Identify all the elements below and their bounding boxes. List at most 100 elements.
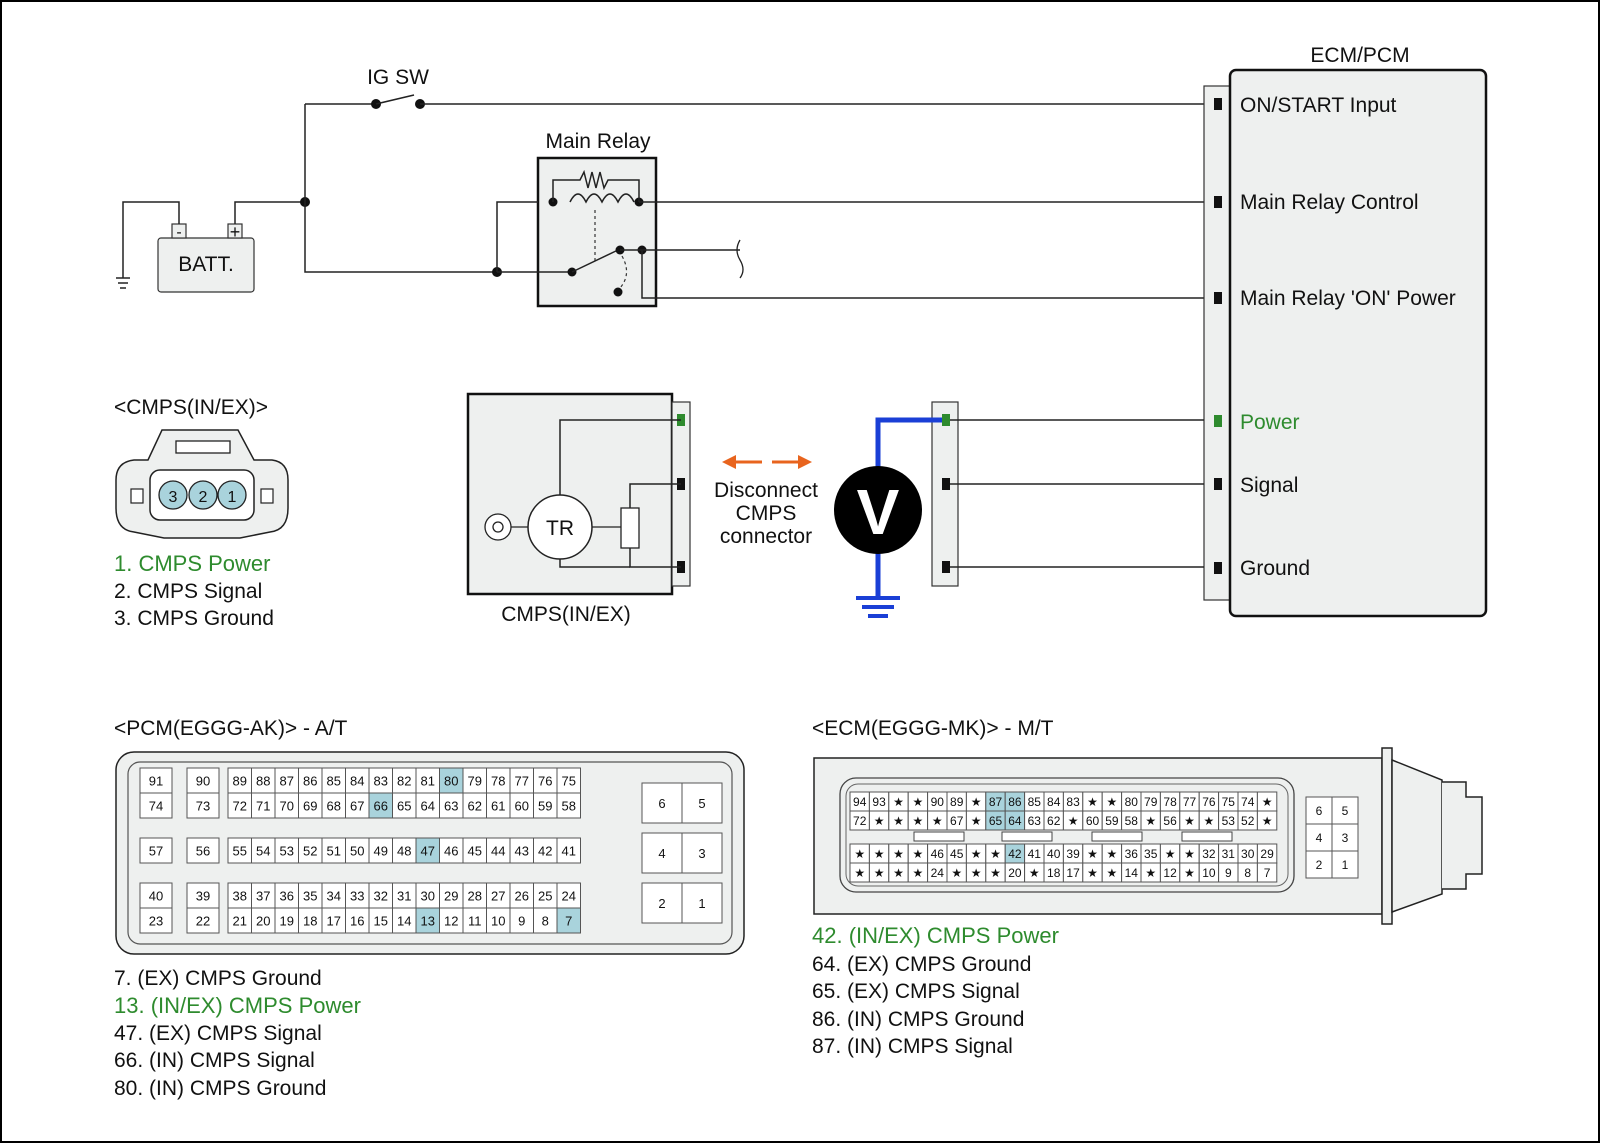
- pin-label: 7: [1264, 866, 1271, 880]
- pin-label: 8: [1244, 866, 1251, 880]
- ecm-pin-unused: ★: [1179, 862, 1200, 883]
- pin-label: ★: [1262, 814, 1273, 828]
- pin-label: ★: [971, 795, 982, 809]
- pin-label: 30: [421, 889, 435, 904]
- ecm-pcm-label: ECM/PCM: [1310, 44, 1409, 67]
- pin-label: 59: [1105, 814, 1119, 828]
- pin-label: 42: [538, 844, 552, 859]
- pin-label: 78: [1163, 795, 1177, 809]
- pin-label: 27: [491, 889, 505, 904]
- pin-label: 69: [303, 799, 317, 814]
- sensor-tr-label: TR: [546, 517, 574, 540]
- ecm-pin-84: 84: [1043, 791, 1064, 812]
- pin-label: ★: [1145, 866, 1156, 880]
- pin-label: 61: [491, 799, 505, 814]
- pin-label: 74: [1241, 795, 1255, 809]
- ecm-pin-67: 67: [946, 810, 967, 831]
- cmps-legend-2: 2. CMPS Signal: [114, 580, 262, 603]
- ecm-legend-5: 87. (IN) CMPS Signal: [812, 1035, 1013, 1058]
- pcm-pin-80: 80: [439, 767, 464, 794]
- pin-label: 53: [1222, 814, 1236, 828]
- connector-key-slot: [1091, 831, 1143, 842]
- pin-label: 70: [280, 799, 294, 814]
- ecm-pin-unused: ★: [965, 810, 987, 831]
- pcm-legend-3: 47. (EX) CMPS Signal: [114, 1022, 322, 1045]
- pcm-pin-12: 12: [439, 907, 464, 934]
- cmps-pin-2: 2: [199, 489, 208, 506]
- harness-connector: [931, 401, 1204, 587]
- pin-label: ★: [1184, 814, 1195, 828]
- pcm-pin-67: 67: [345, 792, 370, 819]
- pcm-pin-77: 77: [509, 767, 534, 794]
- pin-label: 21: [233, 914, 247, 929]
- pin-label: 56: [1163, 814, 1177, 828]
- pin-label: 77: [515, 774, 529, 789]
- pcm-pin-40: 40: [139, 882, 173, 909]
- ecm-pin-unused: ★: [965, 791, 987, 812]
- pin-label: 18: [1047, 866, 1061, 880]
- pcm-pin-48: 48: [392, 837, 417, 864]
- ecm-pin-35: 35: [1140, 843, 1161, 864]
- battery: - + BATT.: [157, 222, 255, 293]
- pin-label: ★: [1068, 814, 1079, 828]
- pin-label: 64: [1008, 814, 1022, 828]
- pin-label: ★: [893, 795, 904, 809]
- pcm-pin-70: 70: [274, 792, 299, 819]
- pcm-pin-41: 41: [556, 837, 581, 864]
- pin-label: 29: [1260, 847, 1274, 861]
- pin-label: 60: [515, 799, 529, 814]
- pin-label: 65: [397, 799, 411, 814]
- pin-label: 75: [562, 774, 576, 789]
- pin-label: ★: [990, 847, 1001, 861]
- cmps-sensor: TR CMPS(IN/EX): [466, 392, 691, 626]
- pin-label: ★: [1184, 866, 1195, 880]
- ecm-pin-64: 64: [1004, 810, 1026, 831]
- pcm-pin-81: 81: [415, 767, 440, 794]
- pin-label: 45: [468, 844, 482, 859]
- ecm-pin-unused: ★: [965, 843, 987, 864]
- pcm-pin-56: 56: [186, 837, 220, 864]
- pin-label: ★: [1204, 814, 1215, 828]
- ecm-legend-1: 42. (IN/EX) CMPS Power: [812, 923, 1059, 948]
- pin-label: 90: [196, 774, 210, 789]
- pin-label: 25: [538, 889, 552, 904]
- ecm-pin-62: 62: [1043, 810, 1064, 831]
- pcm-pin-37: 37: [251, 882, 276, 909]
- ecm-pin-9: 9: [1218, 862, 1239, 883]
- ecm-pin-53: 53: [1218, 810, 1239, 831]
- pin-label: 2: [1316, 858, 1323, 872]
- pin-label: ★: [951, 866, 962, 880]
- pin-label: 86: [303, 774, 317, 789]
- pin-label: 6: [658, 796, 665, 811]
- pcm-pin-86: 86: [298, 767, 323, 794]
- pcm-pin-10: 10: [486, 907, 511, 934]
- ecm-pin-31: 31: [1218, 843, 1239, 864]
- pcm-pin-75: 75: [556, 767, 581, 794]
- pin-label: 62: [1047, 814, 1061, 828]
- ecm-pin-signal: Signal: [1240, 474, 1298, 497]
- pcm-pin-5: 5: [681, 782, 723, 824]
- pcm-pin-15: 15: [368, 907, 393, 934]
- pin-label: 10: [1202, 866, 1216, 880]
- ecm-pin-unused: ★: [1101, 843, 1123, 864]
- pin-label: 87: [280, 774, 294, 789]
- pcm-pin-54: 54: [251, 837, 276, 864]
- ecm-pin-unused: ★: [1179, 843, 1200, 864]
- ecm-pin-unused: ★: [888, 791, 909, 812]
- pcm-pin-33: 33: [345, 882, 370, 909]
- pcm-pin-25: 25: [533, 882, 558, 909]
- ecm-pin-unused: ★: [888, 810, 909, 831]
- pin-label: 63: [444, 799, 458, 814]
- cmps-connector-title: <CMPS(IN/EX)>: [114, 396, 268, 419]
- pcm-pin-11: 11: [462, 907, 487, 934]
- pin-label: ★: [1087, 866, 1098, 880]
- ecm-pin-unused: ★: [1179, 810, 1200, 831]
- ecm-pin-unused: ★: [868, 843, 890, 864]
- pcm-pin-82: 82: [392, 767, 417, 794]
- pin-label: ★: [854, 866, 865, 880]
- sensor-caption: CMPS(IN/EX): [501, 603, 631, 626]
- ecm-pin-12: 12: [1159, 862, 1181, 883]
- connector-key-slot: [1181, 831, 1233, 842]
- pcm-pin-90: 90: [186, 767, 220, 794]
